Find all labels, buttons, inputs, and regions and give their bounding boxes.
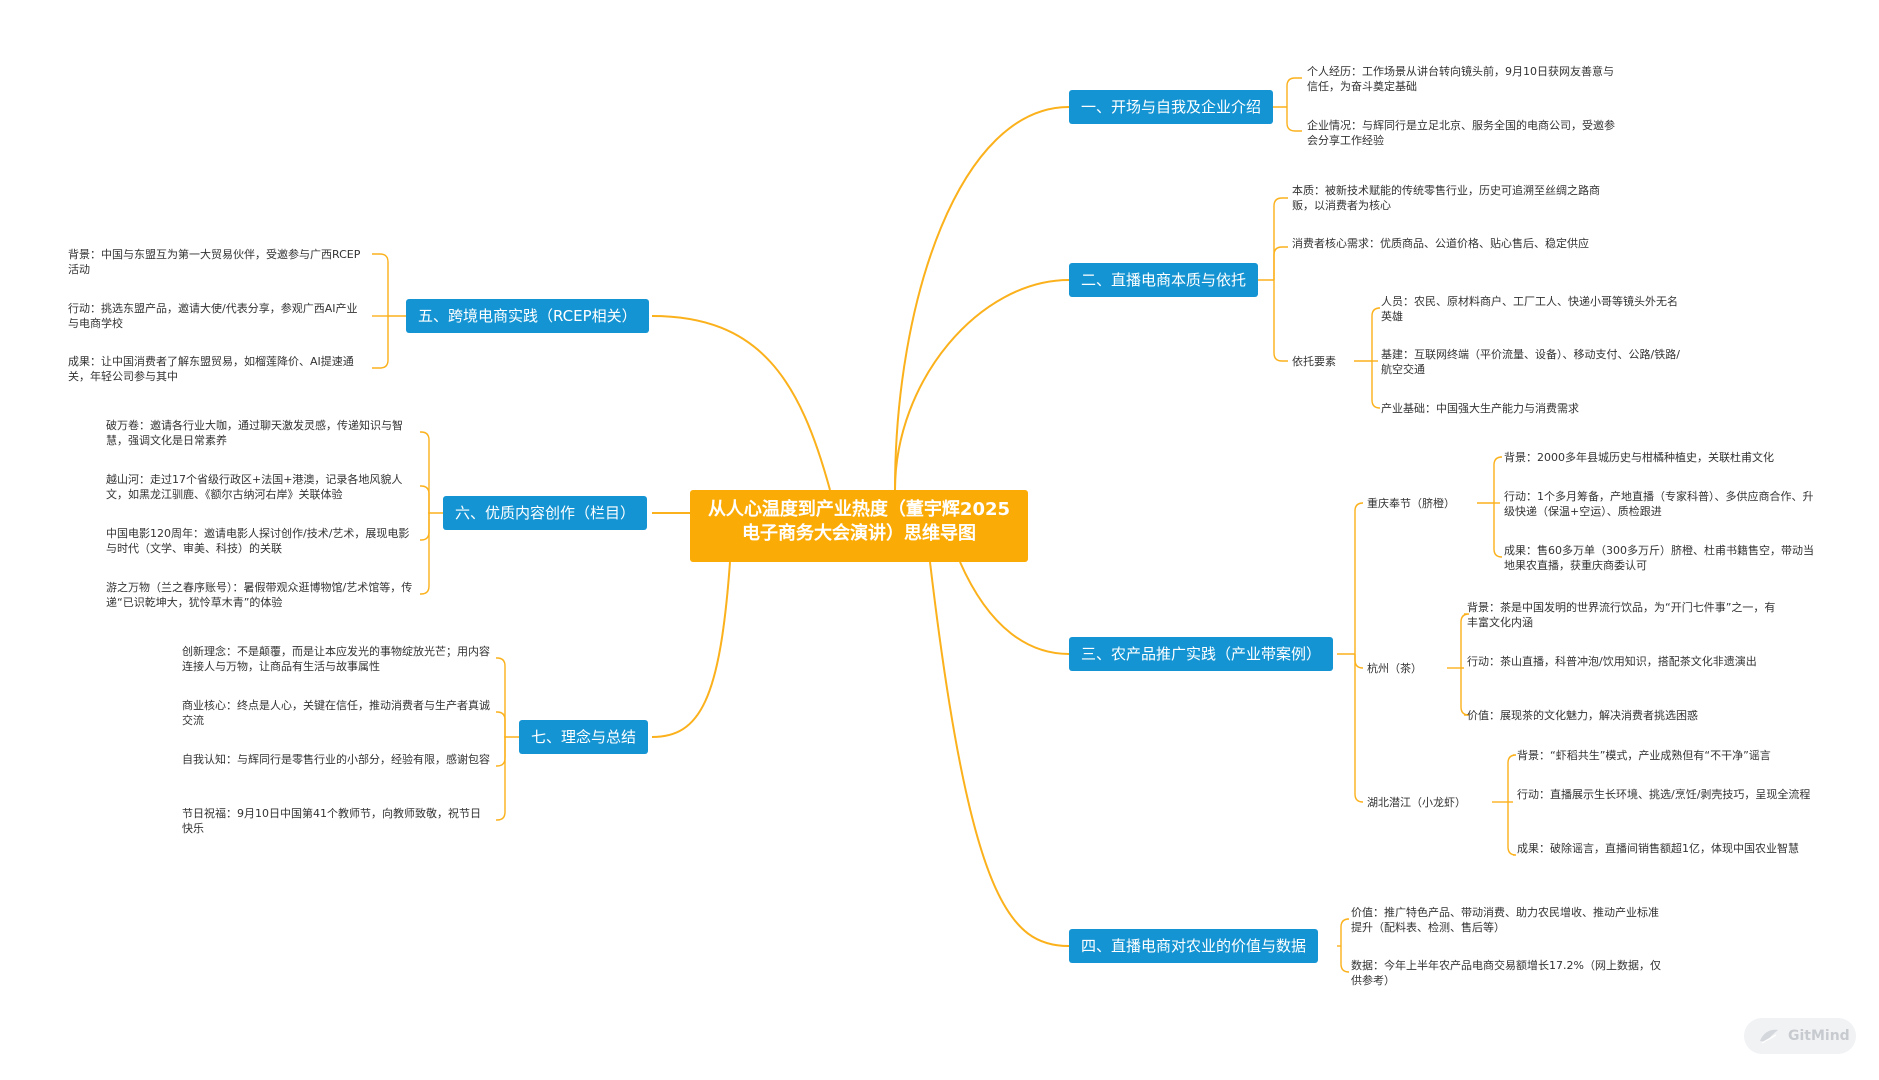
connector-line	[1460, 668, 1470, 716]
connector-line	[420, 485, 430, 513]
brand-label: GitMind	[1788, 1028, 1850, 1044]
connector-line	[1371, 307, 1381, 361]
leaf-hangzhou-tea[interactable]: 杭州（茶）	[1367, 662, 1422, 675]
connector-line	[959, 561, 1070, 655]
connector-line	[1507, 802, 1517, 856]
connector-line	[1273, 246, 1288, 280]
leaf-yue-shan-he[interactable]: 越山河：走过17个省级行政区+法国+港澳，记录各地风貌人文，如黑龙江驯鹿、《额尔…	[106, 473, 403, 501]
branch-7-summary[interactable]: 七、理念与总结	[519, 720, 649, 754]
leaf-data[interactable]: 数据：今年上半年农产品电商交易额增长17.2%（网上数据，仅供参考）	[1351, 959, 1661, 987]
gitmind-logo-icon	[1760, 1029, 1778, 1044]
leaf-crayfish-background[interactable]: 背景：“虾稻共生”模式，产业成熟但有“不干净”谣言	[1517, 749, 1771, 762]
connector-line	[1493, 503, 1503, 558]
leaf-consumer-needs[interactable]: 消费者核心需求：优质商品、公道价格、贴心售后、稳定供应	[1292, 237, 1589, 250]
connector-line	[420, 513, 430, 595]
connector-line	[1354, 654, 1364, 803]
leaf-industry-base[interactable]: 产业基础：中国强大生产能力与消费需求	[1381, 402, 1579, 415]
connector-line	[420, 431, 430, 513]
leaf-film-120[interactable]: 中国电影120周年：邀请电影人探讨创作/技术/艺术，展现电影与时代（文学、审美、…	[106, 527, 410, 555]
gitmind-watermark: GitMind	[1744, 1018, 1856, 1054]
connector-line	[420, 513, 430, 541]
leaf-infrastructure[interactable]: 基建：互联网终端（平价流量、设备）、移动支付、公路/铁路/航空交通	[1381, 348, 1680, 376]
leaf-you-zhi-wan-wu[interactable]: 游之万物（兰之春序账号）：暑假带观众逛博物馆/艺术馆等，传递“已识乾坤大，犹怜草…	[106, 581, 413, 609]
branch-4-agri-value[interactable]: 四、直播电商对农业的价值与数据	[1069, 929, 1319, 963]
branch-1-intro[interactable]: 一、开场与自我及企业介绍	[1069, 90, 1274, 124]
leaf-company-info[interactable]: 企业情况：与辉同行是立足北京、服务全国的电商公司，受邀参会分享工作经验	[1307, 119, 1615, 147]
branch-3-agri-practice[interactable]: 三、农产品推广实践（产业带案例）	[1069, 637, 1334, 671]
connector-line	[372, 253, 389, 316]
connector-line	[1340, 918, 1350, 946]
leaf-tea-background[interactable]: 背景：茶是中国发明的世界流行饮品，为“开门七件事”之一，有丰富文化内涵	[1467, 601, 1776, 629]
leaf-teachers-day[interactable]: 节日祝福：9月10日中国第41个教师节，向教师致敬，祝节日快乐	[182, 807, 481, 835]
branch-2-essence[interactable]: 二、直播电商本质与依托	[1069, 263, 1259, 297]
connector-line	[651, 315, 831, 491]
leaf-self-awareness[interactable]: 自我认知：与辉同行是零售行业的小部分，经验有限，感谢包容	[182, 753, 490, 766]
leaf-rcep-result[interactable]: 成果：让中国消费者了解东盟贸易，如榴莲降价、AI提速通关，年轻公司参与其中	[68, 355, 354, 383]
leaf-crayfish-result[interactable]: 成果：破除谣言，直播间销售额超1亿，体现中国农业智慧	[1517, 842, 1799, 855]
leaf-people[interactable]: 人员：农民、原材料商户、工厂工人、快递小哥等镜头外无名英雄	[1381, 295, 1678, 323]
connector-line	[496, 657, 506, 737]
leaf-innovation[interactable]: 创新理念：不是颠覆，而是让本应发光的事物绽放光芒；用内容连接人与万物，让商品有生…	[182, 645, 490, 673]
leaf-rcep-action[interactable]: 行动：挑选东盟产品，邀请大使/代表分享，参观广西AI产业与电商学校	[68, 302, 358, 330]
leaf-personal-experience[interactable]: 个人经历：工作场景从讲台转向镜头前，9月10日获网友善意与信任，为奋斗奠定基础	[1307, 65, 1614, 93]
connector-line	[1507, 754, 1517, 802]
leaf-po-wan-juan[interactable]: 破万卷：邀请各行业大咖，通过聊天激发灵感，传递知识与智慧，强调文化是日常素养	[106, 419, 403, 447]
connector-line	[1493, 456, 1503, 503]
root-topic[interactable]: 从人心温度到产业热度（董宇辉2025电子商务大会演讲）思维导图	[690, 490, 1028, 562]
leaf-fengjie-result[interactable]: 成果：售60多万单（300多万斤）脐橙、杜甫书籍售空，带动当地果农直播，获重庆商…	[1504, 544, 1814, 572]
connector-line	[651, 561, 731, 738]
leaf-value[interactable]: 价值：推广特色产品、带动消费、助力农民增收、推动产业标准提升（配料表、检测、售后…	[1351, 906, 1659, 934]
leaf-rcep-background[interactable]: 背景：中国与东盟互为第一大贸易伙伴，受邀参与广西RCEP活动	[68, 248, 361, 276]
leaf-essence[interactable]: 本质：被新技术赋能的传统零售行业，历史可追溯至丝绸之路商贩，以消费者为核心	[1292, 184, 1600, 212]
leaf-tea-value[interactable]: 价值：展现茶的文化魅力，解决消费者挑选困惑	[1467, 709, 1698, 722]
connector-line	[496, 737, 506, 821]
connector-line	[1354, 654, 1364, 669]
connector-line	[1273, 280, 1288, 362]
connector-line	[1273, 197, 1288, 280]
leaf-tea-action[interactable]: 行动：茶山直播，科普冲泡/饮用知识，搭配茶文化非遗演出	[1467, 655, 1757, 668]
connector-line	[1340, 946, 1350, 973]
connector-line	[894, 279, 1070, 491]
branch-5-cross-border[interactable]: 五、跨境电商实践（RCEP相关）	[406, 299, 649, 333]
connector-line	[496, 737, 506, 767]
leaf-business-core[interactable]: 商业核心：终点是人心，关键在信任，推动消费者与生产者真诚交流	[182, 699, 490, 727]
leaf-crayfish-action[interactable]: 行动：直播展示生长环境、挑选/烹饪/剥壳技巧，呈现全流程	[1517, 788, 1811, 801]
leaf-support-factors[interactable]: 依托要素	[1292, 355, 1336, 368]
branch-6-content[interactable]: 六、优质内容创作（栏目）	[443, 496, 648, 530]
connector-line	[894, 106, 1070, 491]
connector-line	[929, 561, 1070, 947]
leaf-fengjie-orange[interactable]: 重庆奉节（脐橙）	[1367, 497, 1455, 510]
leaf-fengjie-action[interactable]: 行动：1个多月筹备，产地直播（专家科普）、多供应商合作、升级快递（保温+空运）、…	[1504, 490, 1814, 518]
connector-line	[1371, 361, 1381, 409]
connector-line	[1286, 107, 1302, 132]
connector-line	[496, 711, 506, 737]
leaf-qianjiang-crayfish[interactable]: 湖北潜江（小龙虾）	[1367, 796, 1466, 809]
connector-line	[372, 316, 389, 369]
leaf-fengjie-background[interactable]: 背景：2000多年县城历史与柑橘种植史，关联杜甫文化	[1504, 451, 1774, 464]
connector-line	[1286, 77, 1302, 107]
connector-line	[1354, 502, 1364, 654]
connector-line	[1460, 613, 1470, 668]
